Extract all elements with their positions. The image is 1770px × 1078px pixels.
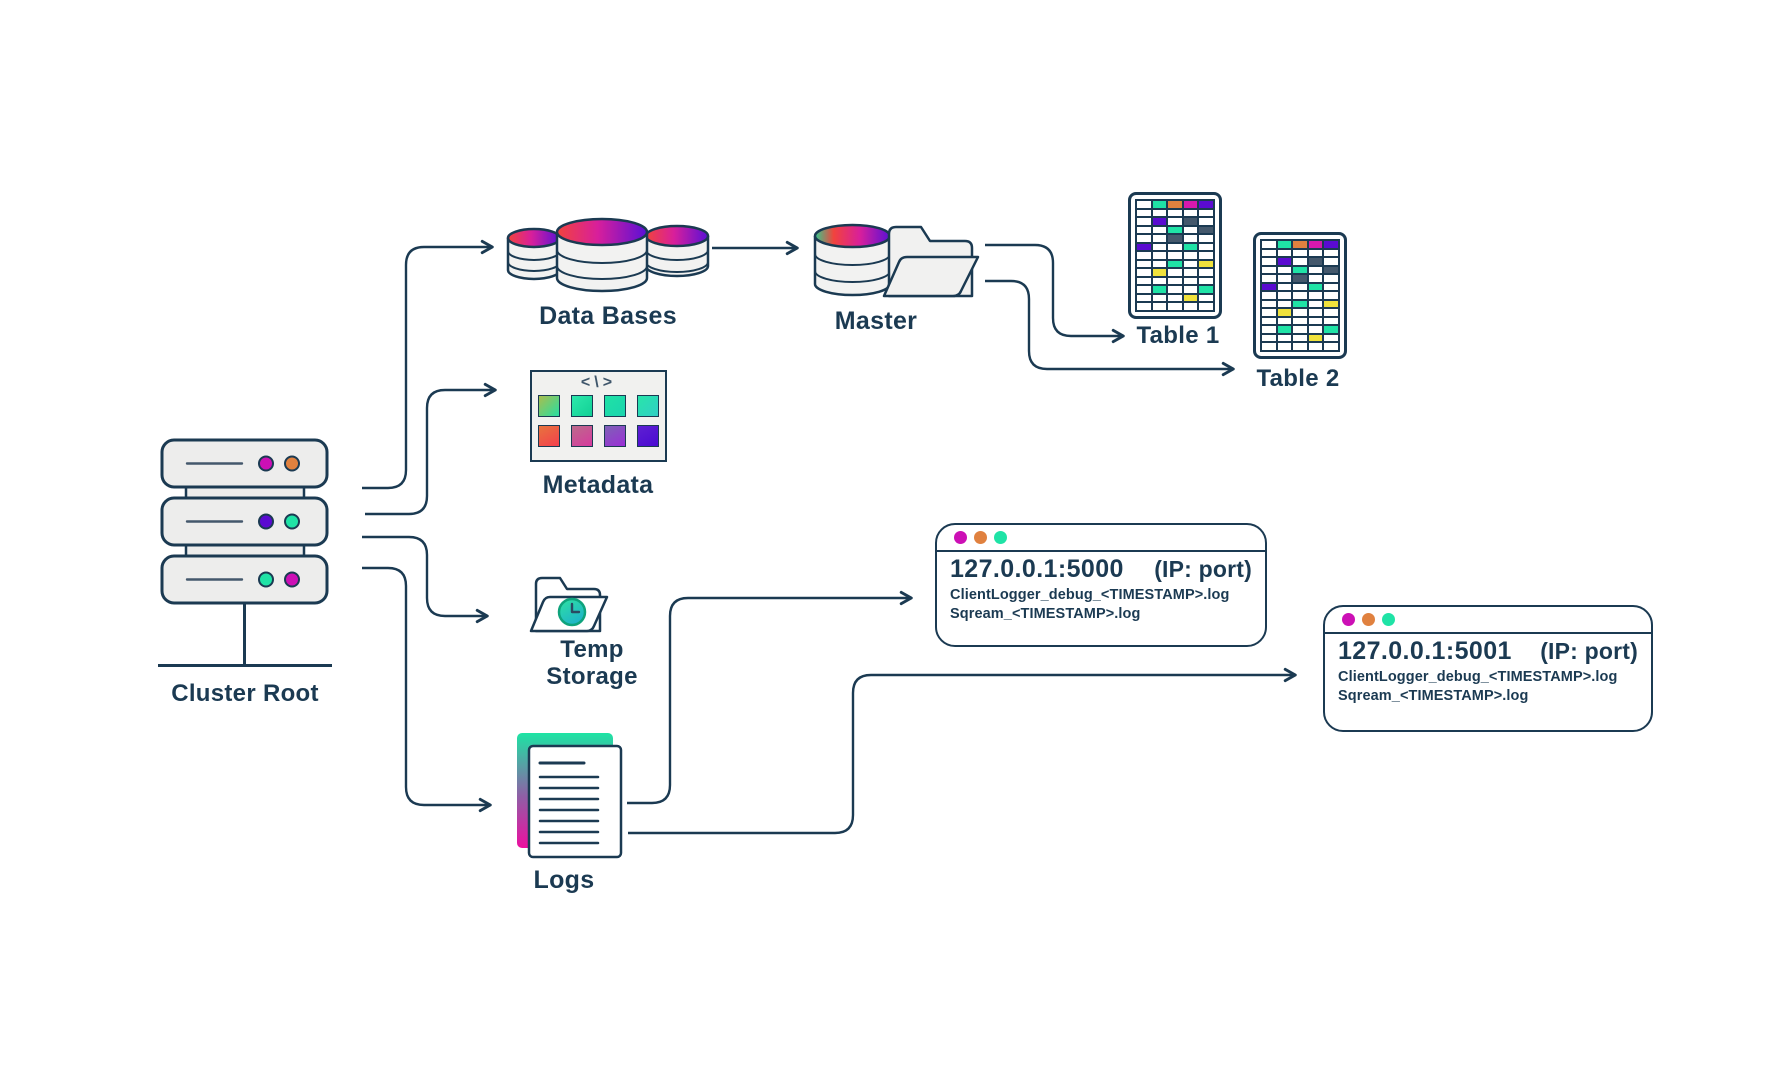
temp-storage-folder-icon [529, 576, 609, 633]
table2-label: Table 2 [1256, 365, 1340, 392]
temp-label-line2: Storage [546, 663, 638, 690]
databases-label: Data Bases [539, 302, 677, 330]
temp-label-line1: Temp [560, 636, 624, 663]
server-slab [160, 438, 329, 489]
table2-grid-icon [1253, 232, 1347, 359]
code-glyph: <\> [580, 374, 617, 391]
terminal-window-5000: 127.0.0.1:5000 (IP: port) ClientLogger_d… [935, 523, 1267, 647]
metadata-icon: <\> [530, 370, 667, 462]
metadata-color-squares [538, 395, 659, 447]
window-dot-magenta-icon [954, 531, 967, 544]
terminal-ip-port-hint: (IP: port) [1154, 556, 1252, 582]
master-db-cylinder [813, 223, 892, 297]
log-page-front [527, 744, 623, 859]
clock-icon [557, 597, 587, 627]
window-dot-orange-icon [1362, 613, 1375, 626]
terminal-titlebar [1325, 607, 1651, 634]
window-dot-teal-icon [1382, 613, 1395, 626]
connector-cluster-to-logs [362, 566, 492, 813]
connector-cluster-to-metadata [365, 382, 497, 516]
master-label: Master [834, 307, 918, 335]
terminal-titlebar [937, 525, 1265, 552]
log-filename: ClientLogger_debug_<TIMESTAMP>.log [950, 587, 1230, 603]
table1-grid-icon [1128, 192, 1222, 319]
master-icon [813, 223, 980, 298]
window-dot-teal-icon [994, 531, 1007, 544]
metadata-label: Metadata [542, 471, 654, 499]
status-led [284, 455, 300, 472]
connector-master-to-table2 [985, 279, 1235, 377]
table2-cells [1260, 239, 1340, 352]
db-cylinder-right [644, 224, 710, 278]
terminal-window-5001: 127.0.0.1:5001 (IP: port) ClientLogger_d… [1323, 605, 1653, 732]
databases-icon [506, 217, 710, 293]
status-led [258, 571, 274, 588]
cluster-root-label: Cluster Root [171, 680, 319, 707]
connector-cluster-to-temp-storage [362, 535, 489, 624]
connector-group [362, 239, 1297, 835]
logs-label: Logs [533, 866, 595, 894]
db-cylinder-left [506, 227, 562, 281]
master-folder-icon [882, 225, 980, 298]
logs-icon [517, 733, 623, 859]
status-led [258, 513, 274, 530]
status-led [258, 455, 274, 472]
log-text-lines [538, 761, 600, 845]
cluster-root-server-icon [158, 438, 332, 667]
terminal-ip-port-hint: (IP: port) [1540, 638, 1638, 664]
status-led [284, 571, 300, 588]
connector-master-to-table1 [985, 243, 1125, 344]
temp-storage-label: Temp Storage [492, 636, 692, 690]
terminal-body: 127.0.0.1:5001 (IP: port) ClientLogger_d… [1325, 634, 1651, 704]
connector-logs-to-terminal-5001 [628, 667, 1297, 835]
table1-cells [1135, 199, 1215, 312]
terminal-address: 127.0.0.1:5001 [1338, 637, 1512, 665]
window-dot-orange-icon [974, 531, 987, 544]
window-dot-magenta-icon [1342, 613, 1355, 626]
status-led [284, 513, 300, 530]
terminal-address: 127.0.0.1:5000 [950, 555, 1124, 583]
log-filename: ClientLogger_debug_<TIMESTAMP>.log [1338, 669, 1618, 685]
server-slab [160, 496, 329, 547]
log-filename: Sqream_<TIMESTAMP>.log [950, 606, 1141, 622]
connector-logs-to-terminal-5000 [627, 590, 913, 805]
terminal-body: 127.0.0.1:5000 (IP: port) ClientLogger_d… [937, 552, 1265, 622]
db-cylinder-center [555, 217, 649, 293]
connector-cluster-to-databases [362, 239, 494, 490]
log-filename: Sqream_<TIMESTAMP>.log [1338, 688, 1529, 704]
table1-label: Table 1 [1136, 322, 1220, 349]
